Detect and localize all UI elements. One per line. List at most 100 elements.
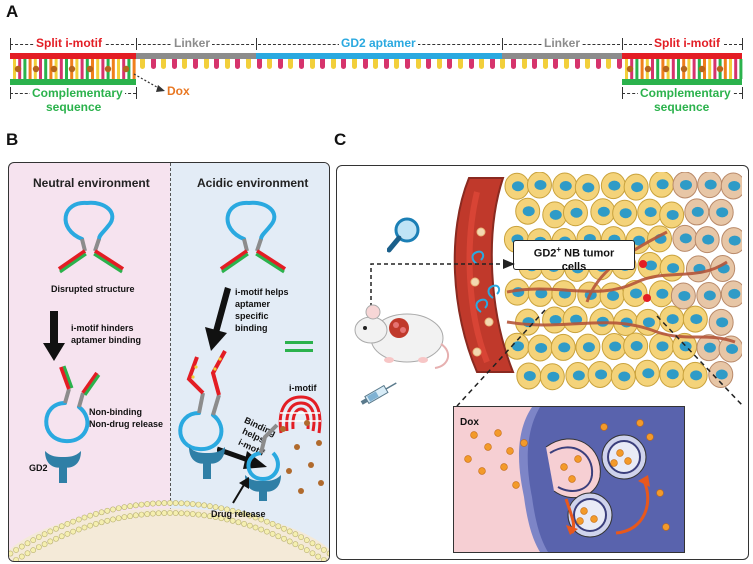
base-pair [111,59,115,79]
nucleotide-base [500,59,506,69]
cell-nucleus [656,179,669,190]
base-pair [692,59,696,79]
nucleotide-base [564,59,569,69]
dox-particle [590,515,598,523]
dox-particle [656,489,664,497]
cell-nucleus [666,369,679,380]
lipid-head [138,511,145,518]
cell-nucleus [607,290,620,301]
lipid-head [127,513,133,520]
lipid-head [315,553,322,560]
imotif-structure [278,395,322,434]
cell-nucleus [656,288,669,299]
dox-particle [512,481,520,489]
base-pair [75,59,79,79]
lipid-head [138,501,145,508]
dox-particle [624,457,632,465]
nucleotide-base [150,59,156,69]
base-pair [734,59,738,79]
base-pair [651,59,654,79]
base-pair [101,59,105,79]
cell-nucleus [535,288,548,299]
lipid-head [9,560,12,561]
environment-divider [170,163,171,561]
nucleotide-base [489,59,495,69]
linker-strand-left [136,53,256,59]
lipid-head [263,518,270,525]
lipid-head [161,500,168,506]
disrupted-structure-label: Disrupted structure [51,284,135,294]
dox-particle [600,423,608,431]
lipid-head [201,512,208,519]
nucleotide-base [436,59,442,69]
cell-nucleus [715,369,728,380]
lipid-head [132,502,139,509]
lipid-head [155,500,162,507]
lipid-head [87,512,94,519]
lipid-head [98,519,105,526]
lipid-head [269,520,276,527]
base-pair [739,59,743,79]
base-pair [708,59,712,79]
cell-nucleus [642,368,655,379]
cell-nucleus [559,181,572,192]
lipid-head [167,510,173,516]
released-complementary-strand-2 [285,349,313,352]
nucleotide-base [203,59,209,69]
lipid-head [315,543,322,550]
base-pair [729,59,732,79]
lipid-head [189,501,196,507]
syringe-icon [360,382,397,405]
cell-nucleus [691,206,704,217]
lipid-head [13,557,19,561]
lipid-head [41,541,48,548]
dox-particle [662,523,670,531]
lipid-head [206,513,213,520]
imotif-hinders-line1: i-motif hinders [71,323,134,333]
lipid-head [98,509,105,516]
nucleotide-base [267,59,273,69]
cell-nucleus [667,263,680,274]
lipid-head [224,516,230,523]
nucleotide-base [193,59,198,69]
lipid-head [212,504,219,511]
lipid-head [258,516,265,523]
lipid-head [132,512,139,519]
nucleotide-base [320,59,326,69]
lipid-head [286,528,293,535]
mouse-illustration [354,304,450,369]
nucleotide-base [511,59,516,69]
lipid-head [58,523,65,530]
nucleotide-base [256,59,262,69]
released-drug-dots [280,420,324,494]
tick [622,38,623,50]
imotif-strand-right [622,53,742,59]
dox-particle [580,507,588,515]
nucleotide-base [405,59,410,69]
drug-release-arrow [232,477,249,504]
tumor-label-cells: cells [561,260,587,273]
dox-particle [568,475,576,483]
drug-release-label: Drug release [211,509,266,519]
cell-nucleus [608,180,621,191]
cell-nucleus [678,290,691,301]
lipid-head [30,547,37,554]
lipid-head [104,507,111,514]
nucleotide-base [373,59,379,69]
lipid-head [64,530,71,537]
nucleotide-base [585,59,591,69]
imotif-hinders-line2: aptamer binding [71,335,142,345]
base-pair [677,59,680,79]
dox-molecule [50,65,58,73]
lipid-head [206,503,213,510]
imaging-dashed-path [370,259,515,314]
nucleotide-base [330,59,336,69]
lipid-head [30,537,37,544]
complementary-strand-left [10,79,136,85]
lipid-head [35,534,42,540]
lipid-head [115,505,122,512]
cell-nucleus [534,179,547,190]
cell-nucleus [656,341,669,352]
tick [502,38,503,50]
cell-nucleus [570,314,583,325]
